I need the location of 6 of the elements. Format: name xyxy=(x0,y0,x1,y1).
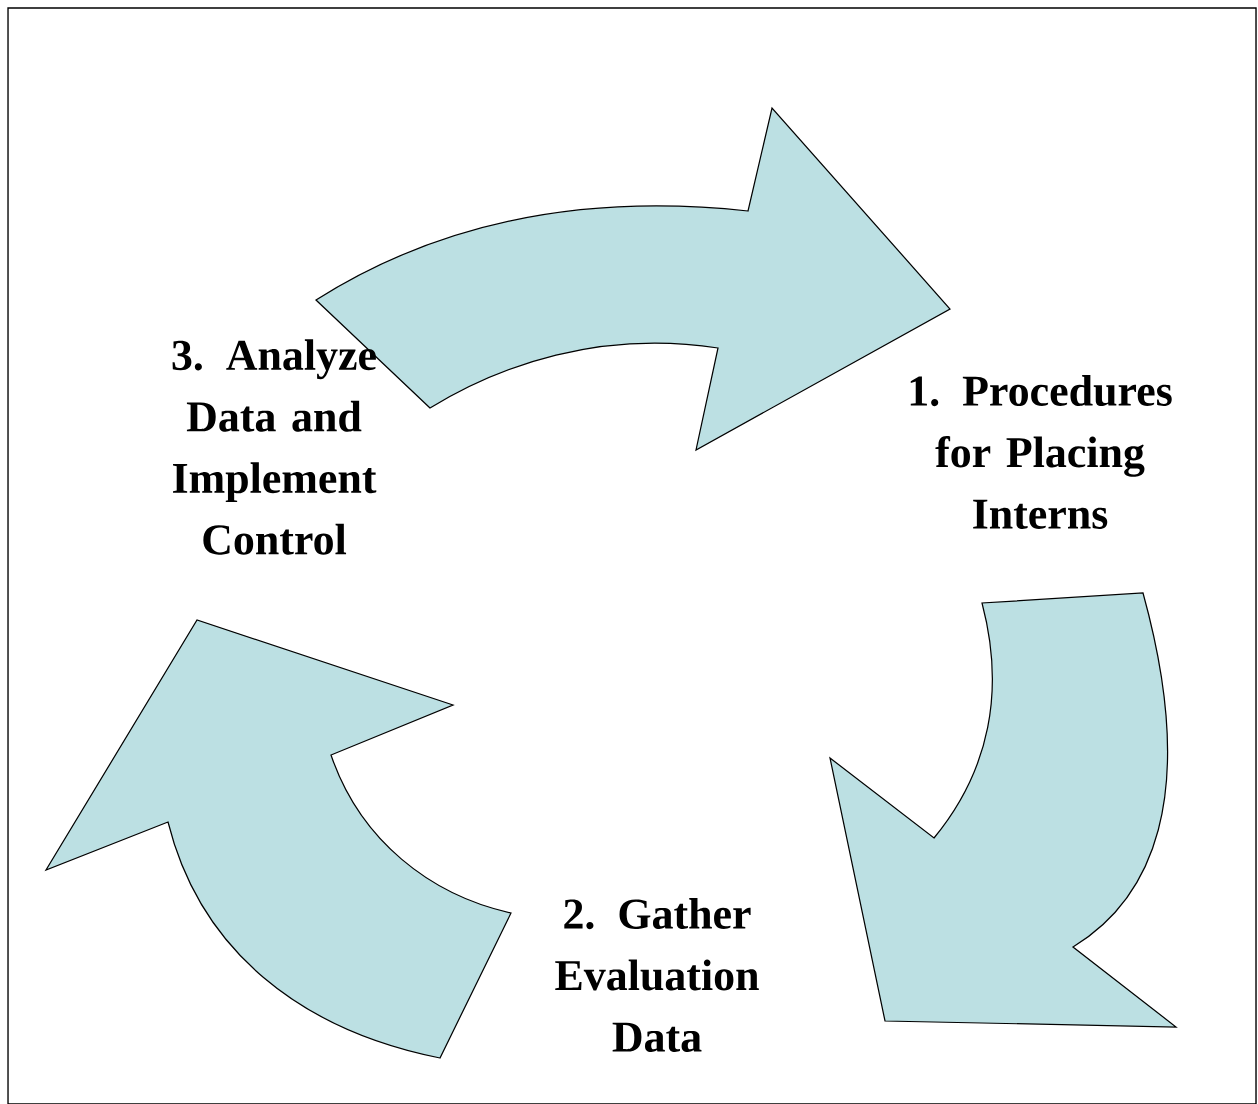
curved-arrow xyxy=(45,619,512,1059)
step-label: 2. Gather Evaluation Data xyxy=(555,898,759,1052)
step-label: 1. Procedures for Placing Interns xyxy=(910,375,1172,529)
curved-arrow xyxy=(829,592,1177,1028)
curved-arrow xyxy=(315,107,951,451)
step-label: 3. Analyze Data and Implement Control xyxy=(172,339,377,555)
